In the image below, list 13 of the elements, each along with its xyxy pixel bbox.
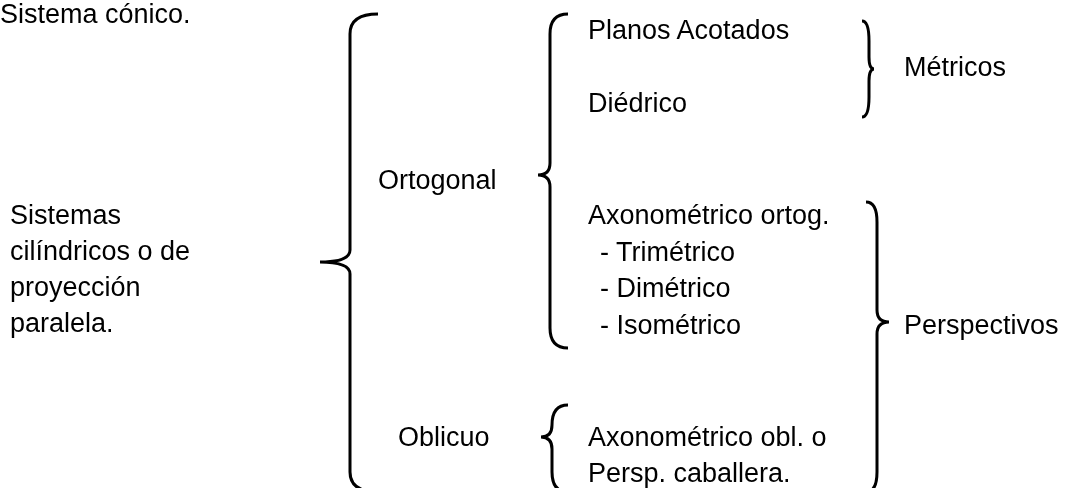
label-text: Diédrico [588,87,688,120]
label-text: - Trimétrico [600,236,735,269]
label-text: Axonométrico ortog. [588,199,830,232]
label-text: Ortogonal [378,164,497,197]
label-text: - Dimétrico [600,272,731,305]
label-text: Métricos [904,51,1006,84]
label-text: Axonométrico obl. o Persp. caballera. [588,421,828,488]
label-text: Oblicuo [398,421,490,454]
label-text: - Isométrico [600,309,742,342]
label-text: Perspectivos [904,309,1059,342]
label-text: Sistema cónico. [0,0,191,31]
label-text: Planos Acotados [588,14,790,47]
label-text: Sistemas cilíndricos o de proyección paralela. [10,199,192,340]
